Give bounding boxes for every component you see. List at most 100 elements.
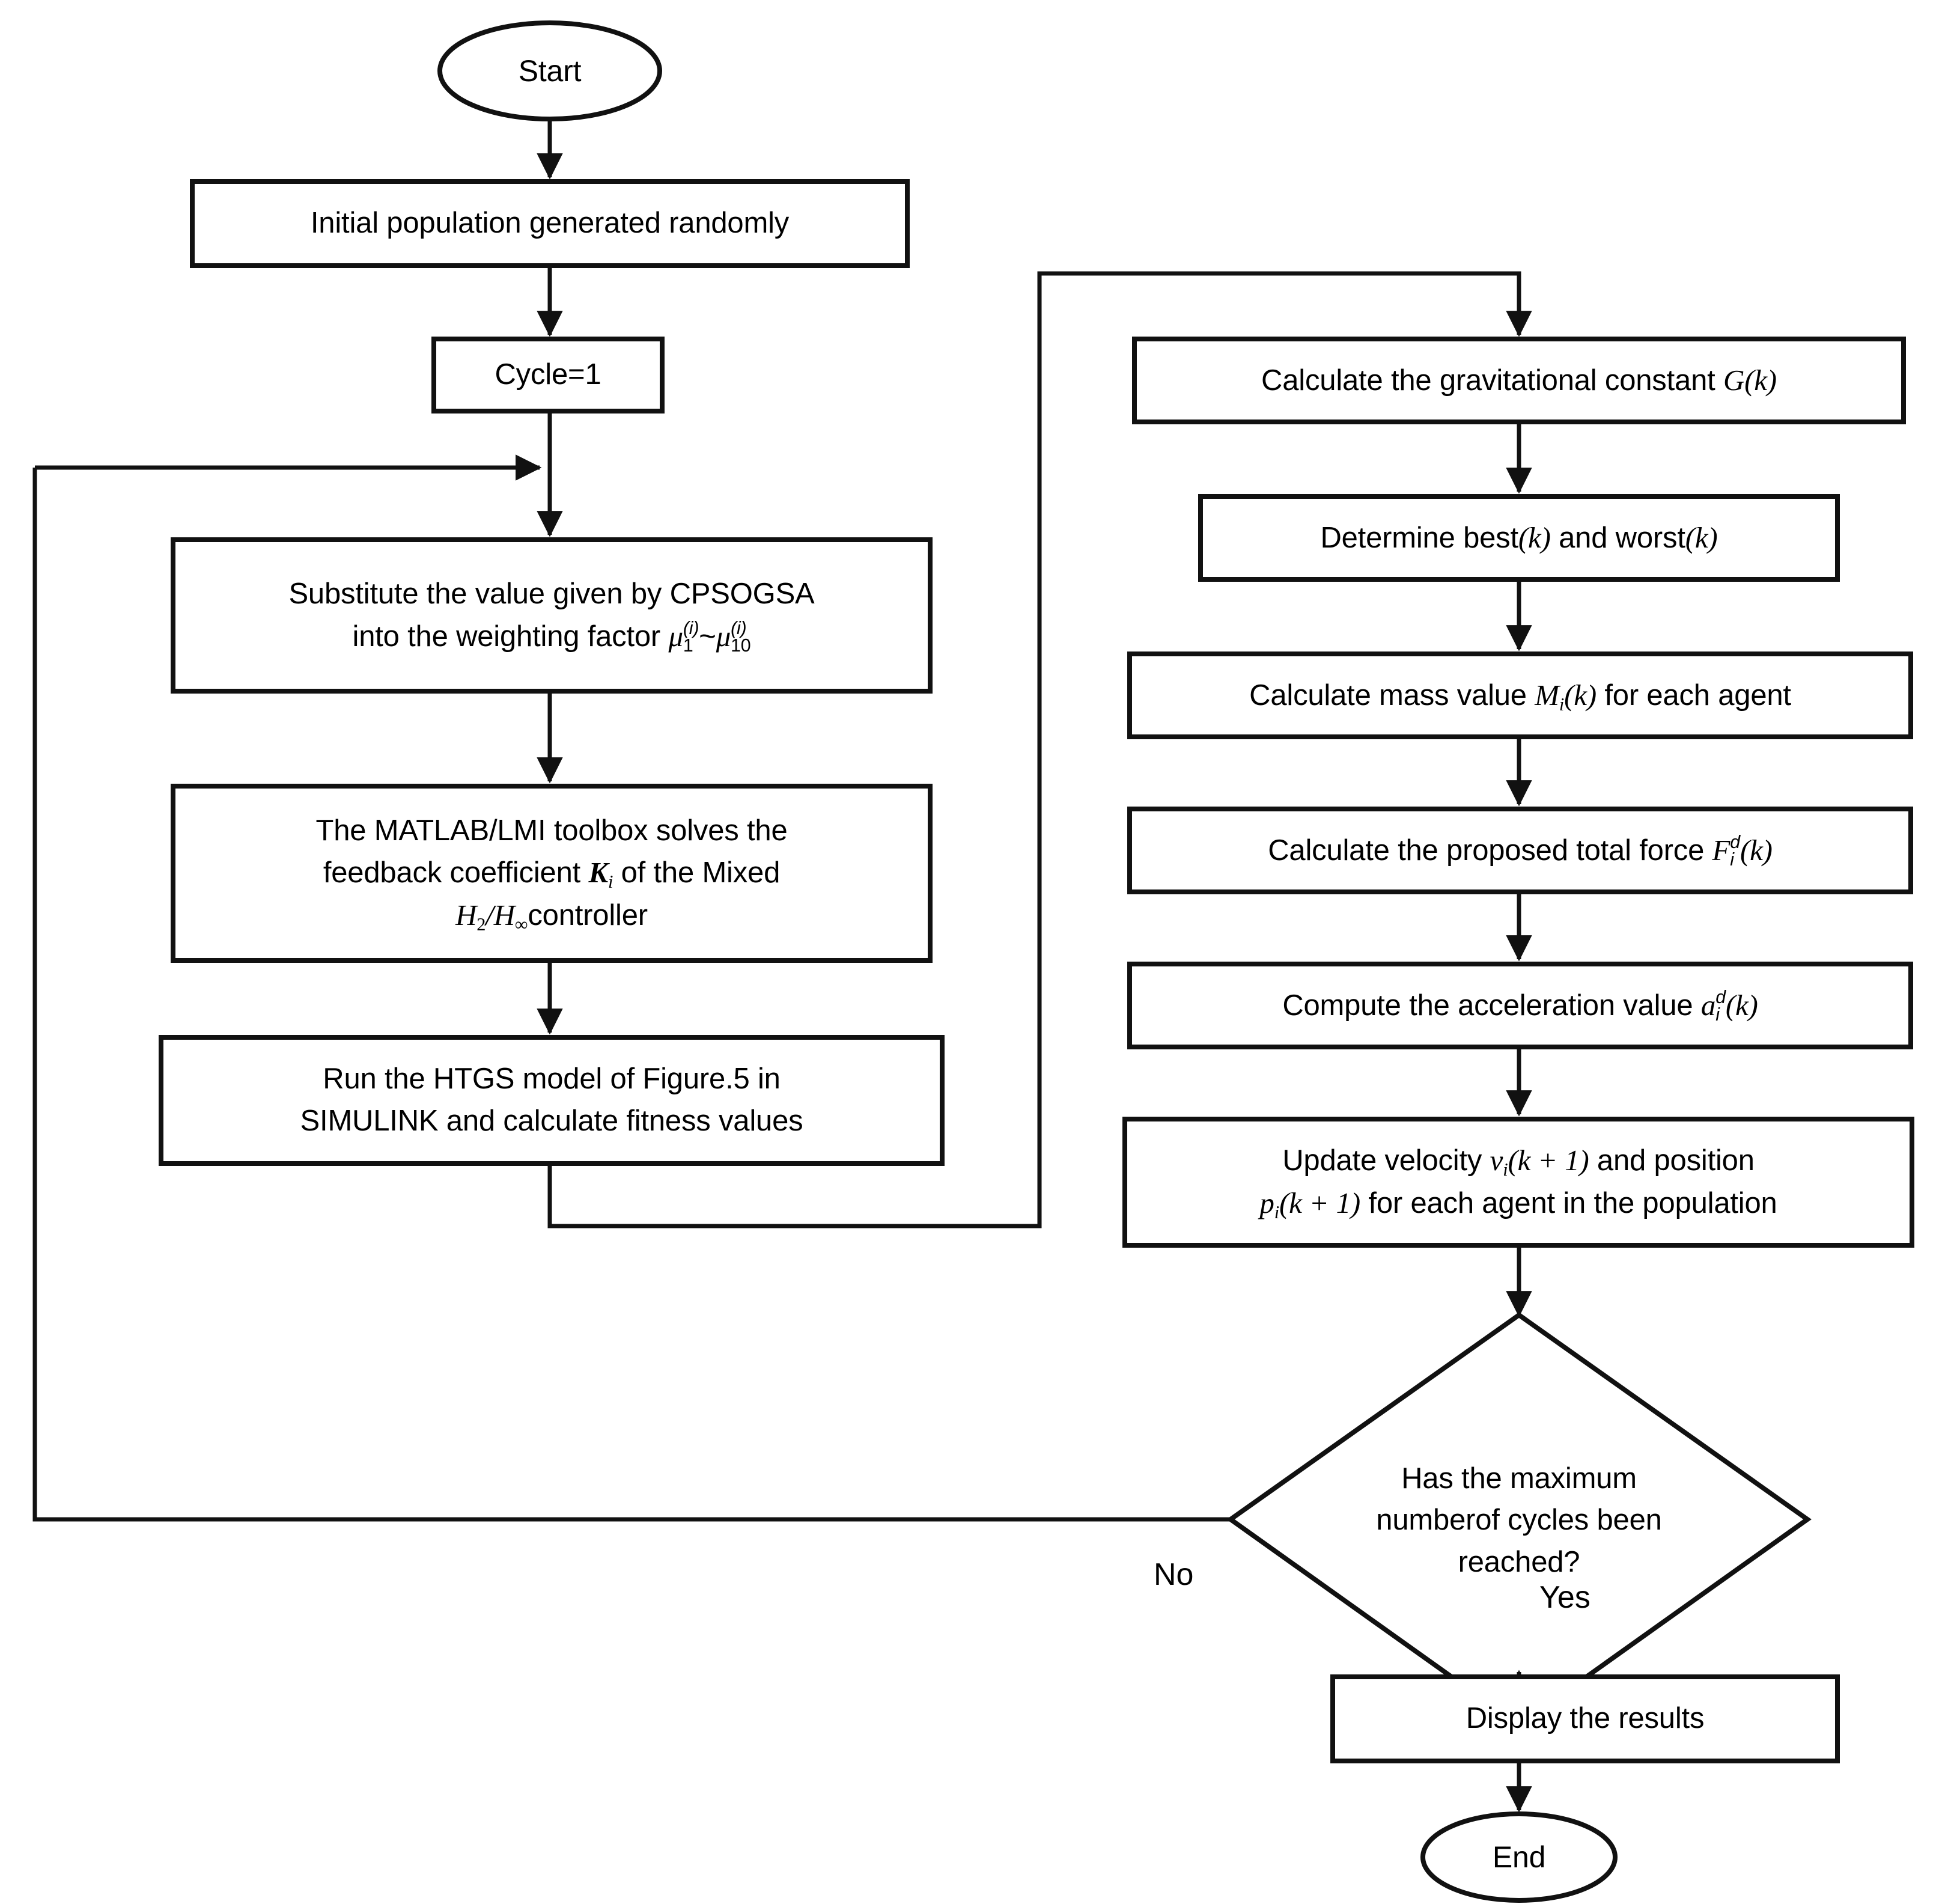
mass-text: Calculate mass value Mi(k) for each agen… <box>1130 674 1911 717</box>
init-population-box: Initial population generated randomly <box>192 182 907 266</box>
edge-htgs-to-gravity <box>547 271 1532 1228</box>
mass-suffix: for each agent <box>1596 679 1791 712</box>
gravity-shape <box>1132 337 1906 424</box>
mu-1-superscript: (i) <box>683 617 699 638</box>
best-worst-box: Determine best(k) and worst(k) <box>1201 496 1837 579</box>
M-subscript: i <box>1559 694 1565 715</box>
gravity-box: Calculate the gravitational constant G(k… <box>1134 339 1904 422</box>
a-subscript: i <box>1715 1004 1720 1025</box>
edge-label-no: No <box>1154 1557 1194 1592</box>
H2-symbol: H <box>455 898 477 932</box>
mu-symbol-1: μ <box>668 619 683 653</box>
mu-10-scripts: (i)10 <box>731 617 751 654</box>
htgs-line1: Run the HTGS model of Figure.5 in <box>323 1063 781 1096</box>
edge-decision-no-to-loop <box>32 468 1231 1522</box>
mu-1-scripts: (i)1 <box>683 617 699 656</box>
K-subscript: i <box>607 871 613 892</box>
mu-10-superscript: (i) <box>731 617 747 638</box>
display-label: Display the results <box>1466 1702 1705 1735</box>
tilde-symbol: ~ <box>699 620 716 653</box>
mass-box: Calculate mass value Mi(k) for each agen… <box>1130 654 1911 737</box>
cycle-label: Cycle=1 <box>495 358 601 391</box>
p-symbol: p <box>1259 1186 1274 1219</box>
v-symbol: v <box>1490 1144 1503 1177</box>
Hinf-subscript: ∞ <box>514 914 528 935</box>
end-terminal: End <box>1423 1814 1615 1900</box>
matlab-line1: The MATLAB/LMI toolbox solves the <box>315 814 788 847</box>
decision-line3: reached? <box>1458 1545 1580 1578</box>
slash-symbol: / <box>486 898 494 932</box>
substitute-shape <box>171 537 933 694</box>
decision-box: Has the maximum numberof cycles been rea… <box>1309 1400 1729 1641</box>
update-shape <box>1122 1117 1914 1248</box>
matlab-shape <box>171 784 933 963</box>
v-subscript: i <box>1503 1159 1508 1180</box>
matlab-box: The MATLAB/LMI toolbox solves the feedba… <box>173 786 930 960</box>
init-population-label: Initial population generated randomly <box>310 207 790 240</box>
update-text: Update velocity vi(k + 1) and position p… <box>1125 1140 1912 1224</box>
best-worst-shape <box>1198 494 1840 582</box>
display-box: Display the results <box>1333 1677 1837 1761</box>
F-args: (k) <box>1740 833 1773 867</box>
edge-label-yes: Yes <box>1539 1580 1590 1615</box>
best-worst-text: Determine best(k) and worst(k) <box>1201 517 1837 560</box>
force-prefix: Calculate the proposed total force <box>1268 834 1712 867</box>
a-args: (k) <box>1725 988 1758 1022</box>
end-terminal-shape <box>1420 1811 1618 1903</box>
end-label: End <box>1492 1840 1546 1874</box>
gravity-prefix: Calculate the gravitational constant <box>1261 364 1723 397</box>
substitute-box: Substitute the value given by CPSOGSA in… <box>173 540 930 691</box>
htgs-text: Run the HTGS model of Figure.5 in SIMULI… <box>161 1058 942 1142</box>
accel-shape <box>1127 962 1913 1049</box>
M-symbol: M <box>1535 678 1559 712</box>
substitute-line2-prefix: into the weighting factor <box>352 620 669 653</box>
init-population-shape <box>190 179 910 268</box>
substitute-text: Substitute the value given by CPSOGSA in… <box>173 573 930 658</box>
mass-prefix: Calculate mass value <box>1249 679 1535 712</box>
F-symbol: F <box>1712 833 1730 867</box>
decision-line2: numberof cycles been <box>1376 1504 1662 1537</box>
force-shape <box>1127 807 1913 894</box>
matlab-line2-prefix: feedback coefficient <box>323 856 589 889</box>
htgs-box: Run the HTGS model of Figure.5 in SIMULI… <box>161 1037 942 1164</box>
update-line1-suffix: and position <box>1589 1144 1755 1177</box>
update-box: Update velocity vi(k + 1) and position p… <box>1125 1119 1912 1245</box>
M-args: (k) <box>1564 678 1597 712</box>
F-superscript: d <box>1730 831 1740 852</box>
decision-line1: Has the maximum <box>1401 1462 1637 1495</box>
display-shape <box>1330 1674 1840 1763</box>
v-args: (k + 1) <box>1508 1144 1589 1177</box>
best-worst-mid: and worst <box>1550 521 1685 554</box>
matlab-line3-suffix: controller <box>528 899 648 932</box>
G-symbol: G <box>1723 363 1745 397</box>
update-line2-suffix: for each agent in the population <box>1360 1187 1777 1219</box>
cycle-box: Cycle=1 <box>434 339 662 411</box>
K-symbol: K <box>588 856 608 889</box>
matlab-line2-suffix: of the Mixed <box>613 856 781 889</box>
G-args: (k) <box>1744 363 1777 397</box>
start-label: Start <box>518 53 582 88</box>
mu-symbol-2: μ <box>716 619 731 653</box>
start-terminal: Start <box>440 23 660 119</box>
htgs-line2: SIMULINK and calculate fitness values <box>300 1105 803 1137</box>
p-args: (k + 1) <box>1279 1186 1361 1219</box>
mu-1-subscript: 1 <box>683 635 693 656</box>
accel-prefix: Compute the acceleration value <box>1282 989 1701 1022</box>
a-superscript: d <box>1715 986 1726 1007</box>
best-arg: (k) <box>1518 520 1551 554</box>
decision-text: Has the maximum numberof cycles been rea… <box>1309 1458 1729 1584</box>
F-subscript: i <box>1730 849 1734 870</box>
matlab-text: The MATLAB/LMI toolbox solves the feedba… <box>173 810 930 937</box>
Hinf-symbol: H <box>493 898 515 932</box>
update-line1-prefix: Update velocity <box>1282 1144 1490 1177</box>
worst-arg: (k) <box>1685 520 1718 554</box>
a-symbol: a <box>1700 988 1716 1022</box>
substitute-line1: Substitute the value given by CPSOGSA <box>288 577 815 610</box>
